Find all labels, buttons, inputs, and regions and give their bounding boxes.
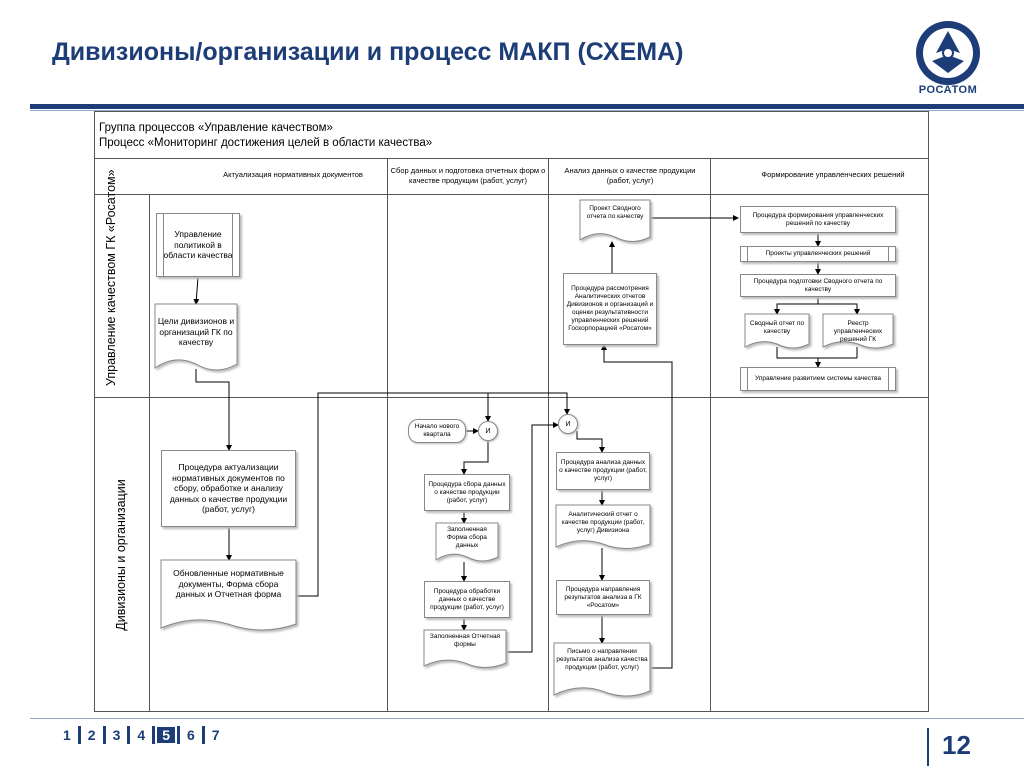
nav-item-4[interactable]: 4	[137, 727, 146, 743]
footer-rule	[30, 718, 1024, 719]
nav-separator	[77, 726, 81, 744]
collect-procedure: Процедура сбора данных о качестве продук…	[424, 474, 510, 511]
goals-document: Цели дивизионов и организаций ГК по каче…	[154, 303, 238, 372]
column-header: Анализ данных о качестве продукции (рабо…	[564, 166, 696, 185]
flow-line	[193, 276, 200, 305]
flow-line	[818, 303, 860, 315]
grid-line	[94, 158, 929, 159]
nav-item-7[interactable]: 7	[211, 727, 220, 743]
decision-procedure: Процедура формирования управленческих ре…	[740, 206, 896, 233]
registry-text: Реестр управленческих решений ГК	[833, 320, 883, 343]
review-procedure: Процедура рассмотрения Аналитических отч…	[563, 273, 657, 345]
processing-procedure: Процедура обработки данных о качестве пр…	[424, 581, 510, 618]
summary-report-document: Сводный отчет по качеству	[744, 313, 810, 350]
goals-text: Цели дивизионов и организаций ГК по каче…	[157, 316, 235, 347]
flow-line	[776, 347, 857, 359]
logo-text: РОСАТОМ	[918, 84, 978, 96]
nav-separator	[176, 726, 180, 744]
registry-document: Реестр управленческих решений ГК	[822, 313, 894, 350]
diagram-frame	[94, 111, 929, 712]
filled-form-text: Заполненная Форма сбора данных	[447, 526, 487, 549]
column-header: Актуализация нормативных документов	[223, 170, 363, 179]
filled-form-document: Заполненная Форма сбора данных	[435, 522, 499, 563]
draft-summary-document: Проект Сводного отчета по качеству	[579, 199, 651, 244]
header-rule	[30, 104, 1024, 109]
grid-line	[94, 194, 929, 195]
analysis-procedure: Процедура анализа данных о качестве прод…	[556, 452, 650, 490]
flow-line	[774, 297, 819, 315]
summary-report-text: Сводный отчет по качеству	[749, 320, 805, 335]
nav-separator	[201, 726, 205, 744]
rosatom-logo	[916, 21, 980, 85]
page-title: Дивизионы/организации и процесс МАКП (СХ…	[52, 38, 684, 66]
nav-item-5-active[interactable]: 5	[157, 727, 175, 743]
and-gateway: И	[478, 421, 498, 441]
grid-line	[149, 194, 150, 712]
development-subprocess: Управление развитием системы качества	[740, 367, 896, 391]
grid-line	[387, 158, 388, 712]
and-gateway: И	[558, 414, 578, 434]
nav-item-2[interactable]: 2	[87, 727, 96, 743]
nav-item-1[interactable]: 1	[63, 727, 71, 743]
nav-item-3[interactable]: 3	[112, 727, 121, 743]
decision-drafts-subprocess: Проекты управленческих решений	[740, 246, 896, 262]
quarter-start-event: Начало нового квартала	[408, 419, 466, 443]
nav-separator	[102, 726, 106, 744]
nav-separator	[127, 726, 131, 744]
column-header: Сбор данных и подготовка отчетных форм о…	[390, 166, 546, 185]
send-procedure: Процедура направления результатов анализ…	[556, 580, 650, 615]
page-number-separator	[927, 728, 929, 766]
analytic-report-text: Аналитический отчет о качестве продукции…	[561, 511, 645, 534]
analytic-report-document: Аналитический отчет о качестве продукции…	[555, 504, 651, 551]
flow-line	[357, 392, 570, 415]
page-number: 12	[942, 730, 971, 760]
flow-line	[505, 422, 559, 653]
nav-item-6[interactable]: 6	[186, 727, 195, 743]
grid-line	[548, 158, 549, 712]
flow-line	[296, 392, 491, 597]
flow-line	[576, 431, 605, 453]
process-group-header: Группа процессов «Управление качеством» …	[99, 121, 432, 151]
header-rule-thin	[30, 110, 1024, 111]
draft-summary-text: Проект Сводного отчета по качеству	[586, 205, 644, 220]
letter-text: Письмо о направлении результатов анализа…	[556, 648, 648, 671]
column-header: Формирование управленческих решений	[761, 170, 905, 179]
process-title: Процесс «Мониторинг достижения целей в о…	[99, 137, 433, 149]
letter-document: Письмо о направлении результатов анализа…	[553, 642, 651, 699]
update-procedure: Процедура актуализации нормативных докум…	[161, 450, 296, 527]
process-group-title: Группа процессов «Управление качеством»	[99, 122, 333, 134]
flow-line	[461, 441, 489, 475]
slide-nav: 1 2 3 4 5 6 7	[58, 726, 225, 744]
filled-report-text: Заполненная Отчетная формы	[429, 633, 501, 648]
grid-line	[710, 158, 711, 712]
filled-report-document: Заполненная Отчетная формы	[423, 629, 507, 670]
updated-docs-text: Обновленные нормативные документы, Форма…	[173, 568, 284, 599]
nav-separator	[152, 726, 156, 744]
summary-procedure: Процедура подготовки Сводного отчета по …	[740, 274, 896, 297]
flow-line	[601, 344, 673, 669]
flow-line	[195, 369, 232, 451]
policy-process: Управление политикой в области качества	[156, 213, 240, 277]
grid-line	[94, 397, 929, 398]
updated-docs-document: Обновленные нормативные документы, Форма…	[160, 559, 297, 632]
